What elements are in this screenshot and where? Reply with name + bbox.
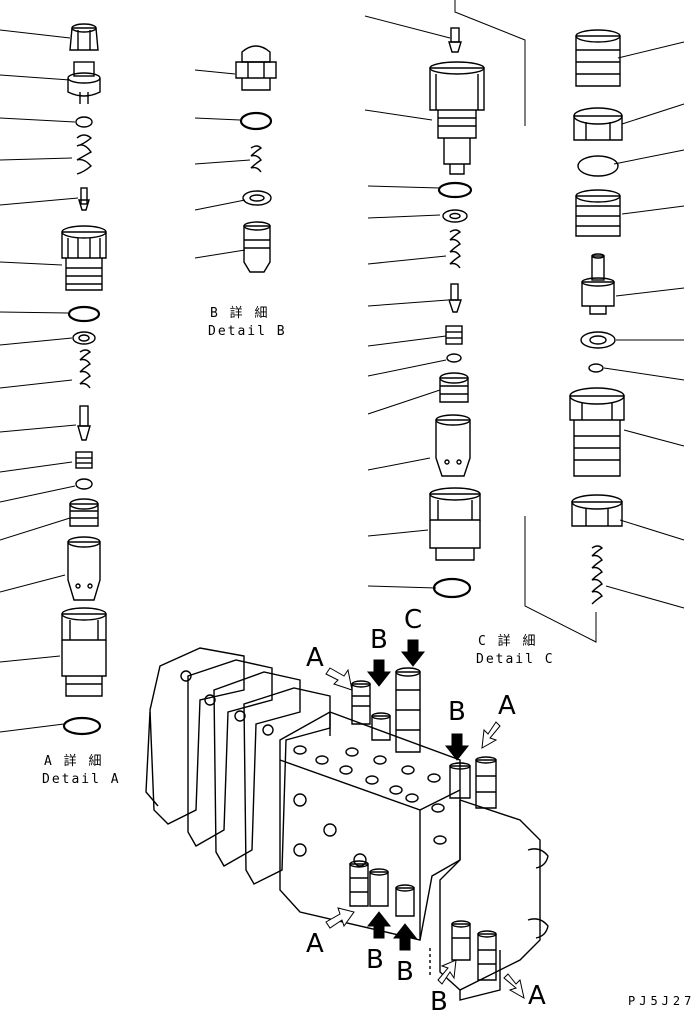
detail-a-label-jp: A 詳 細: [44, 754, 104, 769]
drawing-code: PJ5J27: [628, 994, 696, 1008]
detail-c-center-parts: [364, 0, 526, 599]
detail-c-label-jp: C 詳 細: [478, 634, 538, 649]
callout-a: A: [528, 981, 546, 1011]
detail-a-parts: [0, 23, 107, 736]
callout-a: A: [498, 691, 516, 721]
callout-arrows: [325, 639, 525, 999]
callout-b: B: [370, 625, 388, 655]
detail-b-label-en: Detail B: [208, 324, 287, 339]
callout-b: B: [366, 945, 384, 975]
callout-b: B: [396, 957, 414, 987]
mounted-cartridges: [349, 667, 497, 981]
detail-c-label-en: Detail C: [476, 652, 555, 667]
callout-a: A: [306, 929, 324, 959]
callout-b: B: [448, 697, 466, 727]
callout-c: C: [404, 605, 423, 635]
callout-b: B: [430, 987, 448, 1017]
detail-c-right-parts: [524, 29, 685, 643]
control-valve-assembly: [145, 647, 549, 1001]
detail-b-label-jp: B 詳 細: [210, 306, 270, 321]
callout-a: A: [306, 643, 324, 673]
detail-a-label-en: Detail A: [42, 772, 121, 787]
detail-b-parts: [194, 45, 277, 273]
